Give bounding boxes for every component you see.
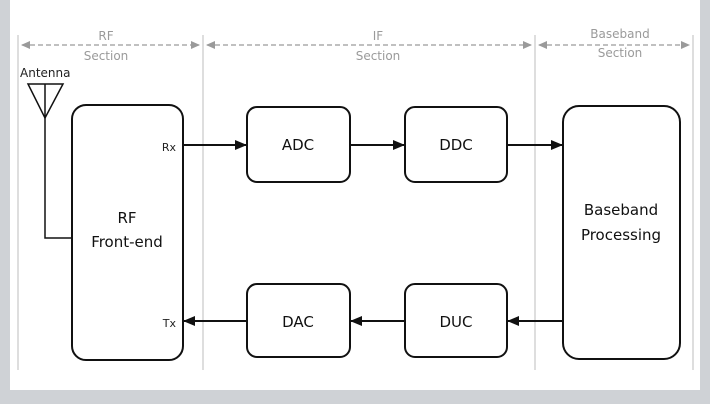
signal-arrows: [183, 140, 563, 326]
baseband-processing-block: [562, 105, 681, 360]
duc-label: DUC: [439, 313, 472, 331]
ddc-label: DDC: [439, 136, 473, 154]
section-dividers: [17, 35, 694, 370]
if-section-label-line1: IF: [373, 29, 384, 43]
rf-frontend-block: [71, 104, 184, 361]
antenna-icon: [26, 83, 72, 239]
antenna-label: Antenna: [20, 66, 70, 80]
rf-section-label-line1: RF: [98, 29, 113, 43]
baseband-section-label-line1: Baseband: [590, 27, 649, 41]
tx-port-label: Tx: [162, 317, 177, 330]
if-section-label-line2: Section: [356, 49, 401, 63]
baseband-label-line1: Baseband: [584, 201, 658, 219]
rx-port-label: Rx: [162, 141, 177, 154]
rf-frontend-label-line1: RF: [117, 209, 136, 227]
dac-label: DAC: [282, 313, 314, 331]
rf-section-label-line2: Section: [84, 49, 129, 63]
rf-frontend-label-line2: Front-end: [91, 233, 163, 251]
baseband-label-line2: Processing: [581, 226, 661, 244]
baseband-section-label-line2: Section: [598, 46, 643, 60]
adc-label: ADC: [282, 136, 314, 154]
